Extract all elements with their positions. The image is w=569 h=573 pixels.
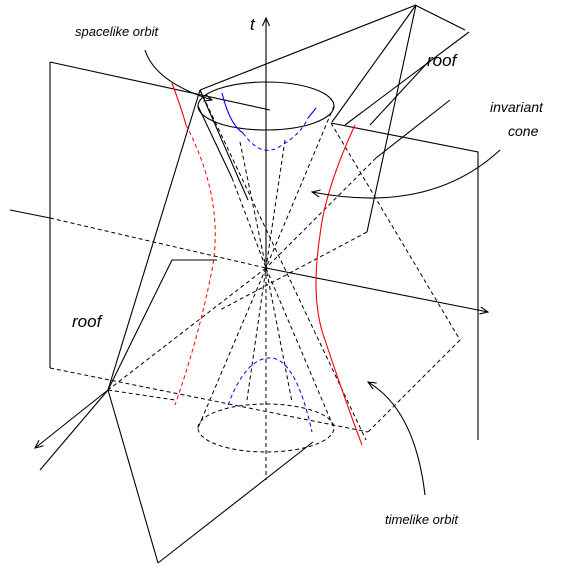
- x-axis: [265, 267, 488, 312]
- roof-front-edge: [107, 259, 173, 391]
- invariant-cone: [197, 81, 335, 453]
- roof-hidden-diagonal: [330, 122, 461, 341]
- spacelike-orbit-upper: [307, 107, 317, 119]
- roof-top-edge: [199, 4, 417, 91]
- timelike-orbit-right-upper: [319, 124, 356, 236]
- roof-label-left: roof: [72, 312, 104, 331]
- roof-edge: [344, 31, 470, 126]
- cone-generator-hidden: [265, 105, 335, 269]
- roof-front-edge: [107, 89, 201, 391]
- invariant-cone-label-line2: cone: [508, 123, 539, 139]
- roof-label-top: roof: [427, 51, 459, 70]
- timelike-orbit-right-lower: [315, 234, 363, 446]
- cone-generator-hidden: [239, 141, 293, 403]
- spacelike-orbit-label: spacelike orbit: [75, 24, 159, 39]
- roof-edge: [414, 4, 466, 31]
- timelike-orbit-left-upper: [171, 82, 187, 126]
- axes: [9, 18, 488, 480]
- cone-generator-hidden: [265, 267, 335, 429]
- spacelike-orbits: [221, 92, 317, 433]
- main-plane-edge: [330, 122, 479, 440]
- roof-hidden-diagonal: [367, 339, 461, 433]
- roof-line: [369, 59, 431, 126]
- invariant-cone-pointer: [312, 149, 501, 199]
- roof-diagonal: [331, 4, 417, 123]
- x-axis: [9, 209, 51, 219]
- x-axis-hidden: [49, 217, 267, 269]
- timelike-orbit-pointer: [368, 382, 426, 496]
- main-plane: [49, 61, 479, 440]
- y-axis: [35, 389, 109, 448]
- spacelike-orbit-upper-hidden: [242, 117, 309, 151]
- y-axis-hidden: [107, 267, 267, 391]
- roof-front-edge: [107, 389, 159, 564]
- invariant-cone-label-line1: invariant: [490, 99, 544, 115]
- cone-generator-hidden: [231, 177, 267, 269]
- roof-front-edge: [199, 89, 249, 201]
- timelike-orbit-label: timelike orbit: [385, 512, 459, 527]
- roof-top-edge: [366, 4, 417, 233]
- roof-hidden-line: [199, 89, 367, 441]
- roof-hidden-edge: [219, 231, 368, 311]
- y-axis: [375, 99, 451, 159]
- timelike-orbits: [171, 82, 363, 446]
- cone-generator: [197, 105, 233, 179]
- timelike-orbit-left-hidden: [174, 124, 216, 406]
- roof-front-edge: [157, 441, 314, 564]
- spacelike-orbit-pointer: [144, 49, 212, 100]
- t-axis-label: t: [250, 15, 256, 34]
- spacelike-orbit-lower-hidden: [227, 357, 313, 433]
- roof-hidden-line: [107, 389, 176, 401]
- main-plane-edge: [49, 61, 271, 111]
- roof-line: [39, 389, 109, 471]
- y-axis-hidden: [265, 157, 377, 269]
- roof-planes: [39, 4, 470, 564]
- cone-generator-hidden: [197, 267, 267, 429]
- main-plane-edge-hidden: [49, 367, 369, 433]
- annotation-arrows: [144, 49, 501, 496]
- spacelike-orbit-upper: [221, 92, 244, 134]
